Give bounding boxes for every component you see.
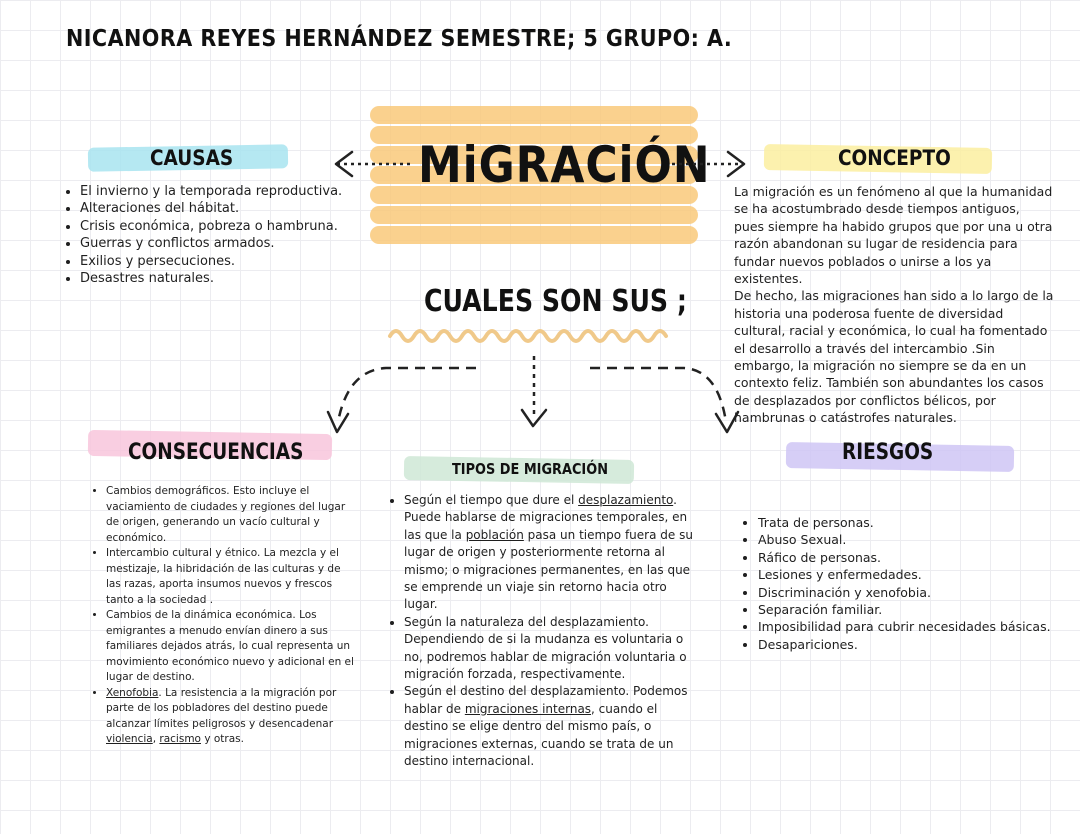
list-item: Separación familiar. xyxy=(758,601,1068,618)
list-item: Discriminación y xenofobia. xyxy=(758,584,1068,601)
desplazamiento-link[interactable]: desplazamiento xyxy=(578,493,674,507)
violencia-link[interactable]: violencia xyxy=(106,733,153,745)
list-item: Abuso Sexual. xyxy=(758,531,1068,548)
list-item: Desastres naturales. xyxy=(80,270,370,287)
list-item: Crisis económica, pobreza o hambruna. xyxy=(80,218,370,235)
list-item: Imposibilidad para cubrir necesidades bá… xyxy=(758,618,1068,635)
list-item: Cambios demográficos. Esto incluye el va… xyxy=(106,484,366,546)
list-item: Exilios y persecuciones. xyxy=(80,253,370,270)
list-item: Según la naturaleza del desplazamiento. … xyxy=(404,614,704,684)
list-item: Intercambio cultural y étnico. La mezcla… xyxy=(106,546,366,608)
list-item: El invierno y la temporada reproductiva. xyxy=(80,183,370,200)
xenofobia-link[interactable]: Xenofobia xyxy=(106,686,159,699)
concepto-heading: CONCEPTO xyxy=(838,146,951,170)
right-arrow-icon xyxy=(672,150,746,178)
text-line: cultural, racial y económica, lo cual ha… xyxy=(734,323,1048,339)
main-title: MiGRACiÓN xyxy=(418,136,711,194)
text-line: De hecho, las migraciones han sido a lo … xyxy=(734,288,1054,304)
text-line: de desplazados por conflictos bélicos, p… xyxy=(734,392,996,408)
text-line: hambrunas o catástrofes naturales. xyxy=(734,410,957,426)
text-line: contexto feliz. También son abundantes l… xyxy=(734,375,1044,391)
text-line: se ha acostumbrado desde tiempos antiguo… xyxy=(734,201,1020,217)
consecuencias-heading: CONSECUENCIAS xyxy=(128,440,304,465)
left-arrow-icon xyxy=(334,150,410,178)
causas-heading: CAUSAS xyxy=(150,146,234,170)
text-line: pues siempre ha habido grupos que por un… xyxy=(734,218,1053,234)
list-item: Trata de personas. xyxy=(758,514,1068,531)
list-item: Desapariciones. xyxy=(758,636,1068,653)
list-item: Lesiones y enfermedades. xyxy=(758,566,1068,583)
text-line: existentes. xyxy=(734,271,803,287)
question-heading: CUALES SON SUS ; xyxy=(424,284,687,319)
text-line: razón abandonan su lugar de residencia p… xyxy=(734,236,1018,252)
text-line: historia una poderosa fuente de diversid… xyxy=(734,305,1004,321)
consecuencias-list: Cambios demográficos. Esto incluye el va… xyxy=(90,484,366,748)
causas-list: El invierno y la temporada reproductiva.… xyxy=(64,183,370,287)
text-line: el desarrollo a través del intercambio .… xyxy=(734,340,995,356)
list-item: Según el destino del desplazamiento. Pod… xyxy=(404,683,704,770)
tipos-heading: TIPOS DE MIGRACIÓN xyxy=(452,460,608,478)
concepto-text: La migración es un fenómeno al que la hu… xyxy=(734,183,1054,427)
poblacion-link[interactable]: población xyxy=(465,527,524,542)
text-line: La migración es un fenómeno al que la hu… xyxy=(734,184,1053,199)
branch-arrows xyxy=(326,356,740,434)
squiggle-underline xyxy=(388,329,668,343)
text-line: embargo, la migración no siempre se da e… xyxy=(734,358,1027,374)
list-item: Alteraciones del hábitat. xyxy=(80,200,370,217)
racismo-link[interactable]: racismo xyxy=(159,733,201,745)
migraciones-internas-link[interactable]: migraciones internas xyxy=(464,701,592,716)
title-highlight xyxy=(370,106,698,244)
text-line: fundar nuevos poblados o unirse a los ya xyxy=(734,253,992,269)
riesgos-heading: RIESGOS xyxy=(842,440,934,465)
list-item: Guerras y conflictos armados. xyxy=(80,235,370,252)
author-header: NICANORA REYES HERNÁNDEZ SEMESTRE; 5 GRU… xyxy=(66,26,733,52)
list-item: Según el tiempo que dure el desplazamien… xyxy=(404,492,704,614)
list-item: Cambios de la dinámica económica. Los em… xyxy=(106,608,366,686)
list-item: Ráfico de personas. xyxy=(758,549,1068,566)
tipos-list: Según el tiempo que dure el desplazamien… xyxy=(388,492,704,771)
riesgos-list: Trata de personas. Abuso Sexual. Ráfico … xyxy=(742,514,1068,653)
list-item: Xenofobia. La resistencia a la migración… xyxy=(106,686,366,748)
